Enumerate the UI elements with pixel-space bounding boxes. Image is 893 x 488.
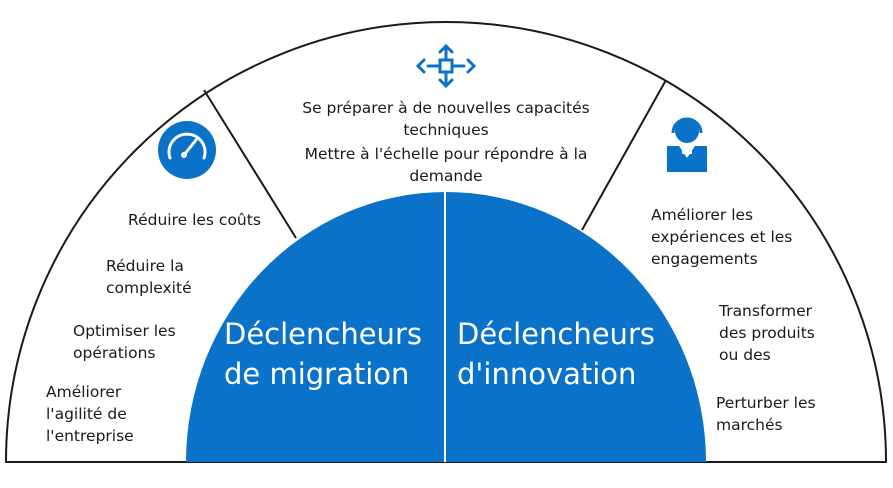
- migration-title-line2: de migration: [224, 357, 410, 391]
- left-item-line: Améliorer: [46, 383, 122, 401]
- right-item-line: Perturber les: [716, 394, 816, 412]
- speedometer-icon: [158, 121, 216, 179]
- top-item-line: Mettre à l'échelle pour répondre à la: [304, 145, 588, 163]
- left-item: Optimiser les opérations: [73, 320, 176, 364]
- support-person-icon: [667, 117, 707, 172]
- left-item: Réduire les coûts: [128, 209, 261, 231]
- left-item: Améliorer l'agilité de l'entreprise: [46, 381, 134, 447]
- right-item-line: marchés: [716, 416, 783, 434]
- left-item-line: l'entreprise: [46, 427, 134, 445]
- left-item-line: Optimiser les: [73, 322, 176, 340]
- left-item-line: complexité: [106, 279, 192, 297]
- innovation-title-line1: Déclencheurs: [457, 317, 655, 351]
- right-item: Transformer des produits ou des: [719, 300, 815, 366]
- right-divider: [581, 79, 667, 231]
- top-item-line: demande: [409, 167, 483, 185]
- left-item-line: l'agilité de: [46, 405, 127, 423]
- top-item-line: techniques: [403, 121, 489, 139]
- left-item-line: opérations: [73, 344, 156, 362]
- left-item-line: Réduire la: [106, 257, 184, 275]
- right-item-line: des produits: [719, 324, 815, 342]
- right-item-line: ou des: [719, 346, 771, 364]
- top-item-line: Se préparer à de nouvelles capacités: [302, 99, 590, 117]
- right-item: Améliorer les expériences et les engagem…: [651, 204, 792, 270]
- right-item: Perturber les marchés: [716, 392, 816, 436]
- right-item-line: Améliorer les: [651, 206, 754, 224]
- left-item: Réduire la complexité: [106, 255, 192, 299]
- left-divider: [203, 89, 297, 239]
- top-item: Se préparer à de nouvelles capacités tec…: [246, 97, 646, 141]
- right-item-line: Transformer: [719, 302, 813, 320]
- left-item-line: Réduire les coûts: [128, 211, 261, 229]
- right-item-line: engagements: [651, 250, 758, 268]
- move-arrows-icon: [415, 43, 477, 89]
- innovation-title-line2: d'innovation: [457, 357, 637, 391]
- migration-title-line1: Déclencheurs: [224, 317, 422, 351]
- migration-title: Déclencheurs de migration: [224, 314, 422, 394]
- innovation-title: Déclencheurs d'innovation: [457, 314, 655, 394]
- top-item: Mettre à l'échelle pour répondre à la de…: [246, 143, 646, 187]
- right-item-line: expériences et les: [651, 228, 793, 246]
